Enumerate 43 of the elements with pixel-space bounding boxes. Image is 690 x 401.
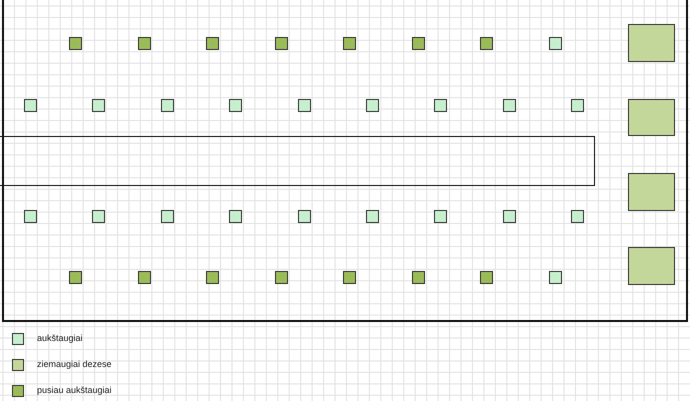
- plant-marker: [503, 99, 516, 112]
- plant-marker: [480, 271, 493, 284]
- bed-plot: [628, 99, 675, 136]
- plant-marker: [229, 210, 242, 223]
- plant-marker: [275, 37, 288, 50]
- plant-marker: [69, 271, 82, 284]
- plant-marker: [343, 271, 356, 284]
- plant-marker: [434, 99, 447, 112]
- bed-plot: [628, 173, 675, 211]
- legend-label: ziemaugiai dezese: [37, 359, 112, 369]
- plant-marker: [92, 210, 105, 223]
- legend-label: pusiau aukštaugiai: [37, 385, 112, 395]
- plant-marker: [434, 210, 447, 223]
- plant-marker: [138, 37, 151, 50]
- plant-marker: [366, 99, 379, 112]
- legend-label: aukštaugiai: [37, 333, 83, 343]
- plant-marker: [206, 37, 219, 50]
- plant-marker: [206, 271, 219, 284]
- plant-marker: [298, 210, 311, 223]
- plant-marker: [298, 99, 311, 112]
- plant-marker: [275, 271, 288, 284]
- plant-marker: [412, 37, 425, 50]
- plant-marker: [24, 210, 37, 223]
- plant-marker: [161, 210, 174, 223]
- bed-plot: [628, 24, 675, 62]
- plant-marker: [24, 99, 37, 112]
- plant-marker: [571, 210, 584, 223]
- bed-plot: [628, 247, 675, 285]
- plant-marker: [138, 271, 151, 284]
- plant-marker: [480, 37, 493, 50]
- plant-marker: [161, 99, 174, 112]
- plant-marker: [229, 99, 242, 112]
- plant-marker: [412, 271, 425, 284]
- plant-marker: [503, 210, 516, 223]
- plant-marker: [343, 37, 356, 50]
- plant-marker: [571, 99, 584, 112]
- plot-boundary: [2, 0, 688, 322]
- plant-marker: [366, 210, 379, 223]
- plant-marker: [549, 37, 562, 50]
- path-strip: [0, 136, 595, 186]
- plant-marker: [92, 99, 105, 112]
- plant-marker: [69, 37, 82, 50]
- plant-marker: [549, 271, 562, 284]
